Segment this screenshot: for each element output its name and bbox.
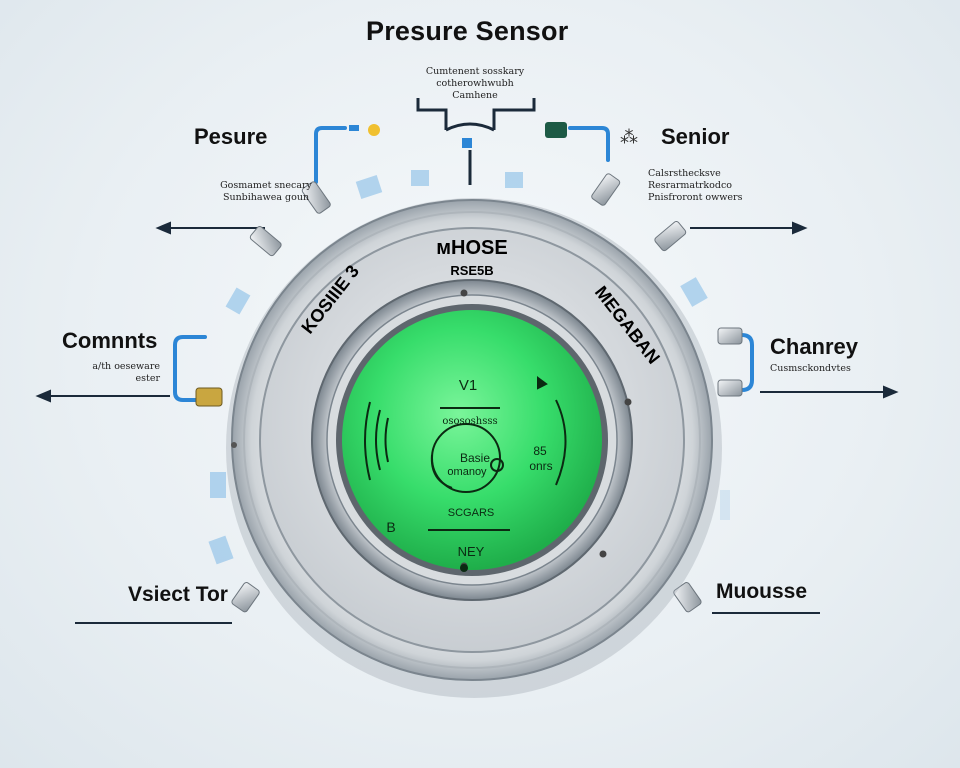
label-senior: Senior: [661, 124, 730, 149]
top-caption-line-1: Cumtenent sosskary: [425, 66, 525, 77]
screen-right1-text: 85: [533, 444, 547, 458]
label-chanrey: Chanrey: [770, 334, 859, 359]
label-pressure: Pesure: [194, 124, 268, 149]
top-caption-line-3: Camhene: [452, 90, 498, 101]
screen-line2-text: SCGARS: [448, 507, 494, 519]
right-caption: Calsrsthecksve Resrarmatrkodco Pnisfroro…: [648, 168, 768, 204]
screen-right2-text: onrs: [529, 459, 552, 473]
left-caption-line-2: Sunbihawea goun: [222, 192, 310, 203]
fittings: [195, 173, 743, 613]
top-bracket: [416, 98, 536, 185]
right-caption-line-1: Calsrsthecksve: [648, 168, 721, 179]
blue-connectors: [173, 126, 754, 402]
top-caption-line-2: cotherowhwubh: [436, 78, 514, 89]
blue-connector-details: ⁂: [349, 122, 638, 147]
screen-left-text: B: [386, 519, 395, 535]
screen-center2-text: omanoy: [447, 466, 487, 478]
dial-top-subtext: RSE5B: [450, 263, 493, 278]
label-mousse: Muousse: [716, 580, 808, 603]
left-caption: Gosmamet snecary Sunbihawea goun: [200, 180, 332, 204]
right-caption-line-3: Pnisfroront owwers: [648, 192, 743, 203]
comments-caption-line-1: a/th oeseware: [92, 361, 160, 372]
screen-graphics: [364, 376, 567, 572]
label-comments: Comnnts: [62, 328, 158, 353]
right-caption-line-2: Resrarmatrkodco: [648, 180, 733, 191]
diagram-title: Presure Sensor: [366, 16, 569, 46]
screen-line1-text: osososhsss: [442, 416, 497, 427]
blue-tick-decorations: [208, 170, 730, 565]
comments-caption-line-2: ester: [135, 373, 160, 384]
sensor-body: [226, 198, 722, 698]
chanrey-caption: Cusmsckondvtes: [770, 363, 851, 374]
comments-caption: a/th oeseware ester: [48, 361, 160, 385]
screen-bottom-text: NEY: [458, 544, 485, 559]
left-caption-line-1: Gosmamet snecary: [220, 180, 312, 191]
screen-top-text: V1: [459, 377, 477, 394]
label-valve: Vsiect Tor: [128, 583, 228, 606]
svg-text:⁂: ⁂: [620, 127, 638, 147]
top-caption: Cumtenent sosskary cotherowhwubh Camhene: [400, 66, 550, 102]
leader-arrows: [35, 221, 899, 624]
screen-center1-text: Basie: [460, 451, 490, 465]
dial-top-text: ᴍHOSE: [436, 237, 507, 259]
